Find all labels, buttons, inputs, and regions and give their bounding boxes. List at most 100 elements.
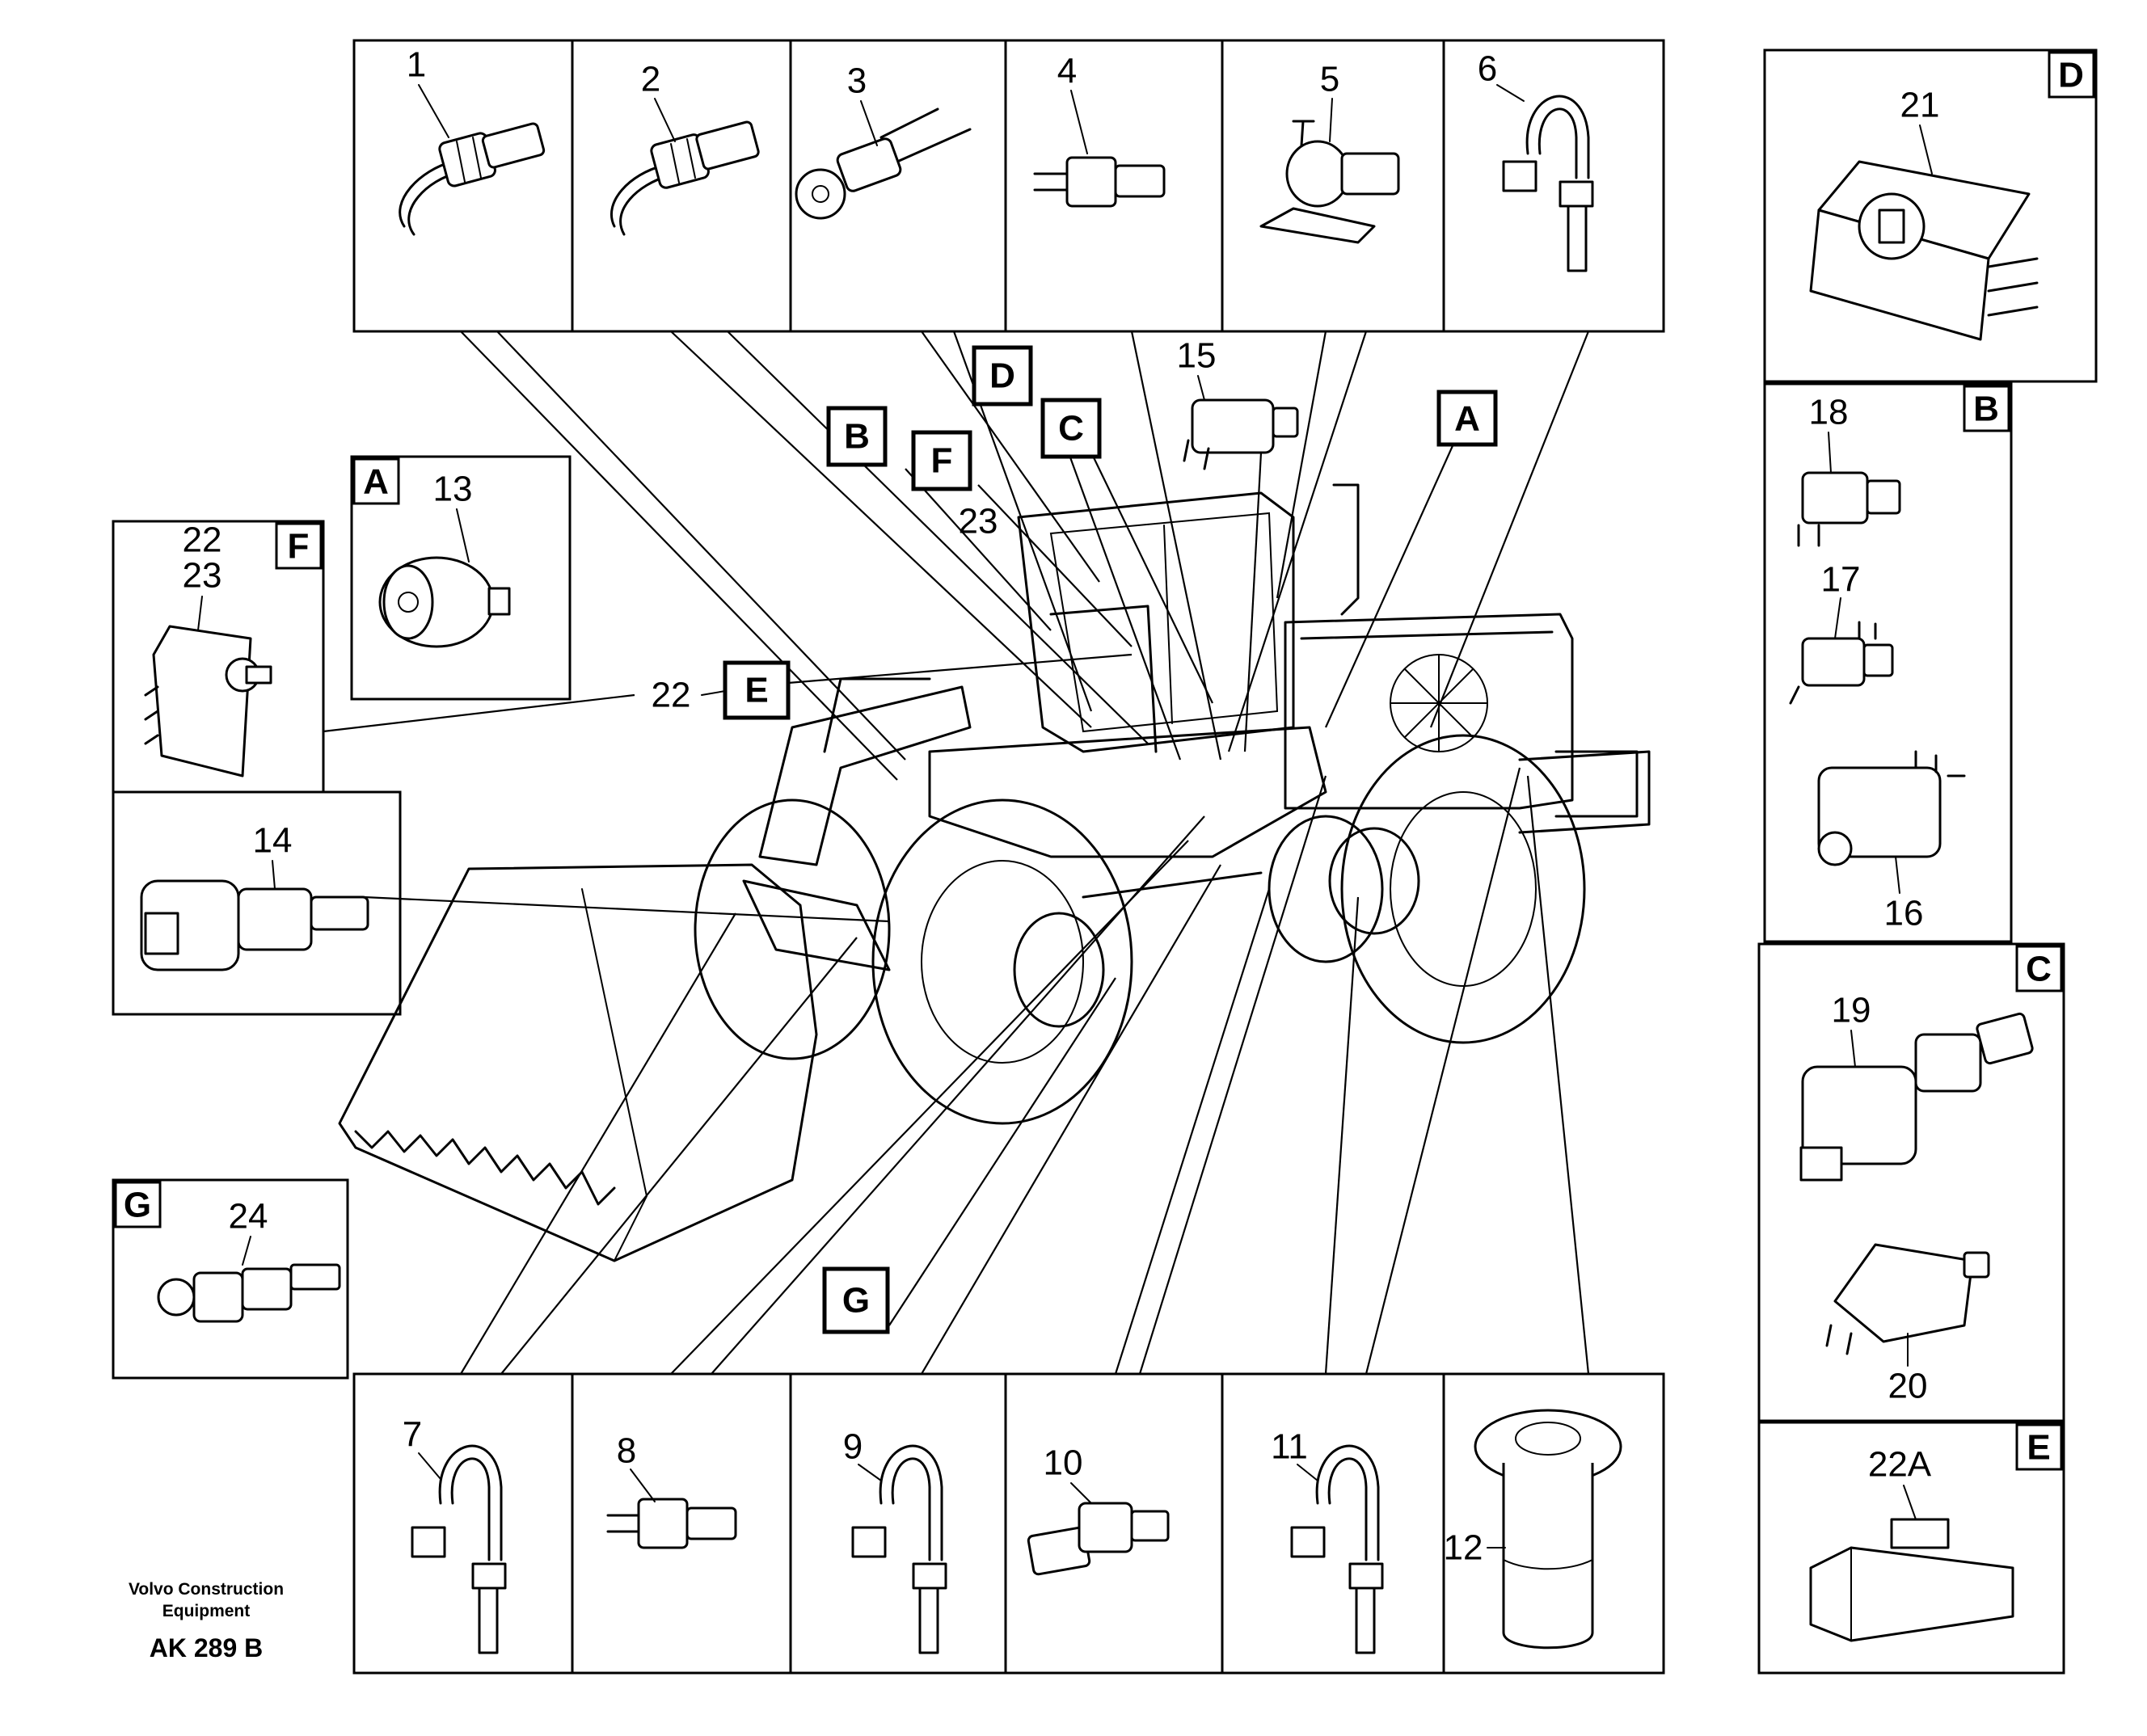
- leader-d: [1049, 403, 1182, 761]
- leader-5: [1130, 331, 1222, 761]
- svg-text:E: E: [744, 671, 768, 710]
- label-10: 10: [1044, 1443, 1083, 1483]
- label-8: 8: [617, 1431, 636, 1471]
- label-12: 12: [1444, 1528, 1483, 1568]
- right-column-frames: [1757, 48, 2098, 1675]
- svg-text:D: D: [989, 356, 1015, 396]
- part-24-sensor: [157, 1263, 341, 1323]
- leader-6: [1227, 331, 1368, 752]
- svg-text:C: C: [1058, 409, 1084, 449]
- leader-e: [787, 653, 1133, 685]
- part-21-pressostat: [1809, 160, 2039, 341]
- label-18: 18: [1809, 393, 1849, 432]
- svg-text:F: F: [931, 441, 953, 481]
- tag-a-loader: A: [1436, 390, 1498, 447]
- credit-line-2: Equipment: [162, 1602, 251, 1620]
- label-2: 2: [641, 60, 660, 99]
- leader-11b: [1324, 896, 1360, 1375]
- part-22-23-switch: [144, 625, 272, 777]
- leader-4: [921, 331, 1100, 583]
- part-13-switch: [378, 556, 511, 648]
- leader-8: [670, 840, 1189, 1375]
- part-20-switch: [1825, 1243, 1990, 1355]
- label-9: 9: [843, 1427, 863, 1467]
- part-10-switch: [1027, 1502, 1170, 1576]
- label-11: 11: [1271, 1427, 1308, 1467]
- part-15-switch: [1191, 398, 1275, 454]
- label-6: 6: [1478, 49, 1497, 89]
- label-7: 7: [403, 1415, 422, 1455]
- svg-text:B: B: [1973, 390, 1999, 429]
- label-23-box: 23: [183, 556, 222, 596]
- tag-g-loader: G: [822, 1266, 890, 1334]
- label-4: 4: [1057, 52, 1077, 91]
- part-12-sender: [1474, 1409, 1622, 1650]
- leader-1b: [496, 331, 906, 761]
- label-1: 1: [407, 45, 426, 85]
- leader-15: [1243, 452, 1263, 752]
- part-11-sensor: [1290, 1444, 1384, 1654]
- part-3-switch: [795, 107, 972, 220]
- leader-b: [905, 468, 1052, 631]
- leader-5b: [1276, 331, 1327, 599]
- tag-g-box: G: [114, 1181, 162, 1228]
- leader-12b: [1526, 775, 1590, 1375]
- part-6-sensor: [1502, 95, 1594, 272]
- letter-tags: D B C F A E G A F G D B C E: [114, 51, 2095, 1471]
- part-18-switch: [1797, 471, 1901, 547]
- part-number-labels: 1 2 3 4 5 6 7 8 9 10 11 12 13 14 15 16: [183, 45, 1940, 1568]
- tag-f-box: F: [275, 522, 323, 570]
- part-9-sensor: [851, 1444, 947, 1654]
- label-19: 19: [1832, 991, 1871, 1030]
- part-22a-connector: [1809, 1518, 2014, 1642]
- svg-text:B: B: [844, 417, 870, 457]
- tag-d-loader: D: [972, 345, 1033, 407]
- tag-a-box: A: [352, 457, 400, 505]
- leader-14: [363, 895, 890, 923]
- leader-12: [1365, 767, 1521, 1375]
- part-8-switch: [606, 1498, 737, 1549]
- credit-line-1: Volvo Construction: [129, 1580, 284, 1599]
- part-4-switch: [1033, 156, 1166, 208]
- svg-text:G: G: [842, 1281, 870, 1321]
- drawing-code: AK 289 B: [150, 1633, 264, 1662]
- tag-b-box: B: [1963, 385, 2010, 432]
- part-14-sensor: [140, 879, 369, 971]
- top-detail-row: [352, 39, 1665, 333]
- leader-f: [323, 693, 635, 733]
- leader-2: [670, 331, 1092, 728]
- leader-1: [460, 331, 898, 781]
- label-15: 15: [1177, 336, 1217, 376]
- svg-text:A: A: [363, 462, 389, 502]
- label-3: 3: [847, 61, 867, 101]
- tag-b-loader: B: [826, 406, 888, 467]
- leader-f2: [977, 484, 1133, 647]
- label-22-loader: 22: [652, 676, 691, 715]
- part-19-sensor: [1799, 1012, 2034, 1182]
- label-23-loader: 23: [959, 502, 998, 541]
- svg-text:D: D: [2058, 56, 2084, 95]
- leader-10: [921, 864, 1221, 1375]
- tag-e-box: E: [2015, 1423, 2063, 1471]
- left-side-frames: [112, 455, 572, 1380]
- part-1-sensor: [399, 122, 546, 236]
- label-13: 13: [433, 470, 473, 509]
- tag-c-box: C: [2015, 945, 2063, 992]
- leader-c: [1090, 452, 1213, 704]
- leader-6b: [1429, 331, 1590, 728]
- part-16-switch: [1817, 750, 1966, 866]
- label-17: 17: [1821, 560, 1861, 600]
- tag-c-loader: C: [1040, 398, 1102, 459]
- leader-g: [888, 977, 1116, 1326]
- label-22-box: 22: [183, 520, 222, 560]
- label-20: 20: [1888, 1367, 1928, 1406]
- tag-e-loader: E: [723, 660, 791, 720]
- part-2-sensor: [610, 120, 760, 236]
- bottom-detail-row: [352, 1372, 1665, 1675]
- leader-7: [460, 912, 736, 1375]
- svg-text:G: G: [124, 1186, 151, 1225]
- label-14: 14: [253, 821, 293, 861]
- leader-11: [1138, 775, 1327, 1375]
